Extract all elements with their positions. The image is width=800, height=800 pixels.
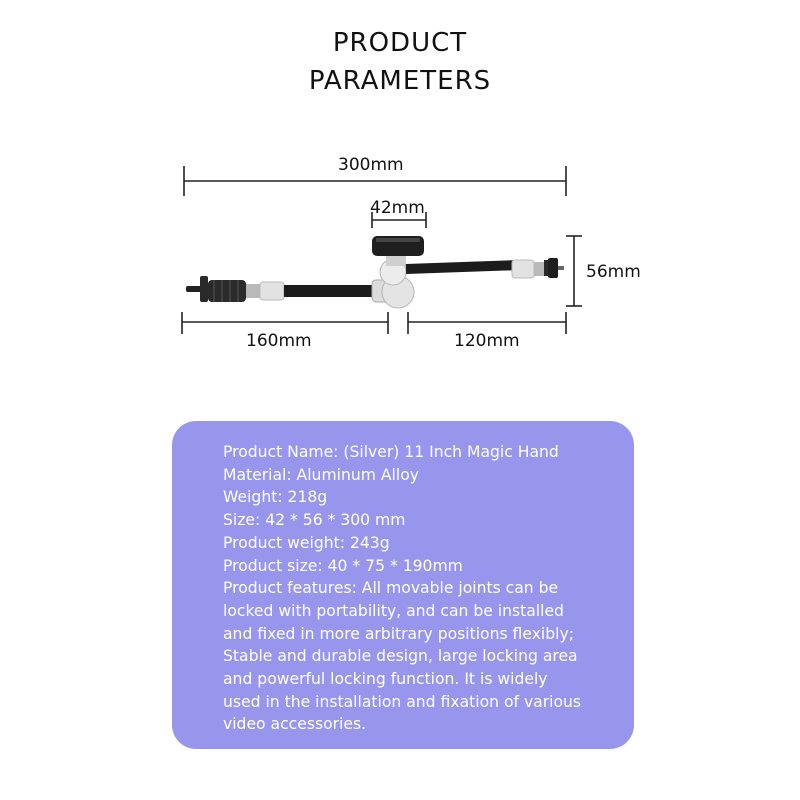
page-title-line2: PARAMETERS <box>308 66 492 96</box>
dimension-line-height <box>566 235 582 307</box>
dimension-line-total <box>183 166 567 196</box>
spec-line: Material: Aluminum Alloy <box>223 465 419 484</box>
page-title-line1: PRODUCT <box>332 28 468 58</box>
dimension-line-knob <box>371 212 427 228</box>
spec-line: Product Name: (Silver) 11 Inch Magic Han… <box>223 443 559 461</box>
spec-line: locked with portability, and can be inst… <box>223 601 564 620</box>
spec-panel <box>172 421 634 749</box>
spec-line: and fixed in more arbitrary positions fl… <box>223 624 574 643</box>
spec-line: Weight: 218g <box>223 488 328 507</box>
spec-line: and powerful locking function. It is wid… <box>223 670 548 689</box>
spec-line: Size: 42 * 56 * 300 mm <box>223 511 406 530</box>
dimension-label-knob: 42mm <box>370 198 425 218</box>
dimension-line-left-arm <box>181 312 389 334</box>
spec-line: used in the installation and fixation of… <box>223 692 582 711</box>
dimension-label-total: 300mm <box>338 155 404 175</box>
dimension-label-height: 56mm <box>586 262 641 282</box>
dimension-label-right-arm: 120mm <box>454 331 520 351</box>
spec-line: video accessories. <box>223 715 367 734</box>
spec-line: Product features: All movable joints can… <box>223 579 559 598</box>
spec-line: Product weight: 243g <box>223 533 390 552</box>
spec-text: Product Name: (Silver) 11 Inch Magic Han… <box>223 441 623 736</box>
dimension-line-right-arm <box>407 312 567 334</box>
spec-line: Stable and durable design, large locking… <box>223 647 578 666</box>
magic-arm-illustration <box>186 236 564 309</box>
spec-line: Product size: 40 * 75 * 190mm <box>223 556 463 575</box>
dimension-label-left-arm: 160mm <box>246 331 312 351</box>
